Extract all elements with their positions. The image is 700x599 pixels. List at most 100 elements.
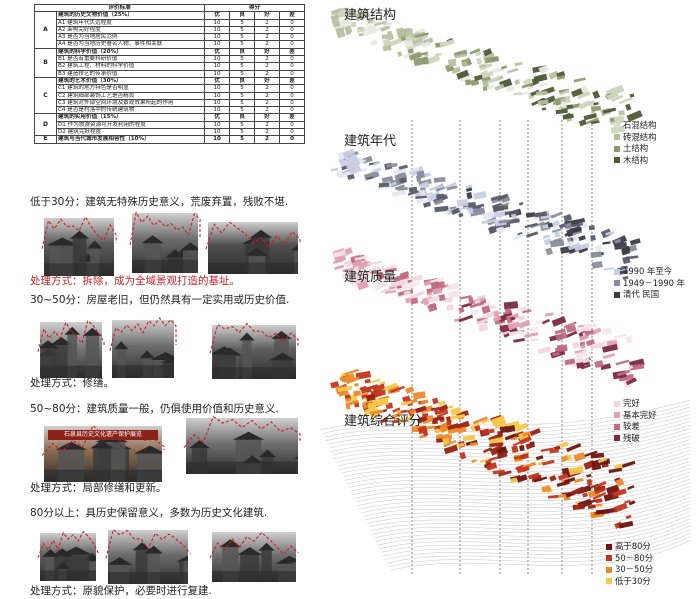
- criteria-label: D2 建筑完好程度: [55, 128, 206, 137]
- terrain-base: [319, 399, 691, 571]
- block-heading: 80分以上：具历史保留意义，多数为历史文化建筑.: [30, 507, 268, 519]
- legend-item: 砖混结构: [614, 132, 657, 144]
- block-heading: 50~80分：建筑质量一般，仍俱使用价值和历史意义.: [30, 403, 279, 415]
- legend-swatch: [614, 280, 620, 287]
- legend-swatch: [614, 134, 620, 141]
- legend-label: 石混结构: [623, 120, 657, 130]
- legend-label: 高于80分: [615, 541, 651, 551]
- score-cell: 0: [279, 69, 306, 78]
- block-treatment: 处理方式：原貌保护，必要时进行复建.: [30, 585, 212, 597]
- building-photo: [105, 528, 191, 584]
- grade-header: 好: [254, 11, 281, 20]
- skyline-outline: [37, 319, 105, 352]
- criteria-label: A1 建筑年代久远程度: [55, 18, 206, 27]
- layer-blocks: [330, 7, 643, 139]
- legend-item: 基本完好: [614, 410, 657, 422]
- building-photo: [183, 415, 301, 474]
- legend-label: 30－50分: [615, 564, 654, 574]
- building-photo: [37, 319, 105, 378]
- legend-swatch: [614, 122, 620, 129]
- score-cell: 5: [229, 69, 256, 78]
- skyline-outline: [209, 531, 299, 559]
- score-cell: 0: [279, 25, 306, 35]
- score-cell: 10: [204, 98, 231, 108]
- score-cell: 2: [254, 120, 281, 130]
- photo-frame: [40, 322, 102, 378]
- skyline-outline: [129, 211, 201, 246]
- legend-swatch: [614, 412, 620, 419]
- grade-header: 好: [254, 113, 281, 122]
- score-cell: 5: [229, 91, 256, 100]
- photo-frame: [108, 530, 188, 584]
- block-treatment: 处理方式：修缮。: [30, 377, 114, 389]
- criteria-label: B2 建筑工程、材料的科学价值: [55, 62, 206, 71]
- legend-label: 木结构: [623, 154, 649, 165]
- score-cell: 5: [229, 120, 256, 130]
- score-cell: 2: [254, 55, 281, 64]
- legend-swatch: [614, 268, 620, 275]
- skyline-outline: [209, 322, 299, 354]
- score-cell: 5: [229, 128, 256, 137]
- section-id: E: [34, 135, 57, 144]
- criteria-label: C4 是否是村落中的传统建筑物: [55, 106, 206, 115]
- score-cell: 10: [204, 120, 231, 130]
- criteria-header: 评价标准: [33, 3, 206, 13]
- legend-swatch: [614, 145, 620, 152]
- score-cell: 0: [279, 40, 306, 49]
- score-cell: 5: [229, 135, 256, 144]
- score-cell: 0: [279, 128, 306, 137]
- score-cell: 10: [204, 106, 231, 115]
- category-label: 建筑的历史文物价值（25%）: [55, 11, 206, 20]
- score-cell: 2: [254, 69, 281, 78]
- grade-header: 良: [229, 11, 256, 20]
- section-id: B: [34, 47, 57, 78]
- score-cell: 5: [229, 18, 256, 27]
- building-photo: [209, 531, 299, 582]
- category-label: 建筑的科学价值（20%）: [55, 47, 206, 57]
- layer-title: 建筑综合评分: [344, 414, 423, 429]
- photo-image: [44, 230, 114, 276]
- photo-frame: [186, 418, 298, 474]
- legend-label: 残破: [623, 432, 640, 443]
- score-cell: 10: [204, 33, 231, 42]
- photo-frame: [132, 213, 198, 273]
- exhibition-banner: 石泉县历史文化遗产保护展览: [48, 430, 158, 440]
- score-cell: 2: [254, 128, 281, 137]
- grade-header: 好: [254, 47, 281, 57]
- skyline-outline: [205, 221, 301, 250]
- building-photo: [37, 530, 99, 581]
- score-cell: 0: [279, 62, 306, 71]
- skyline-outline: [41, 424, 165, 456]
- layer-title: 建筑结构: [344, 8, 397, 23]
- block-treatment: 处理方式：拆除，成为全域景观打造的基址。: [30, 275, 240, 287]
- grade-header: 差: [279, 11, 306, 20]
- layer-title: 建筑质量: [344, 270, 397, 285]
- score-cell: 0: [279, 18, 306, 27]
- score-cell: 5: [229, 33, 256, 42]
- legend-label: 50－80分: [615, 552, 654, 563]
- category-label: 建筑的实用价值（15%）: [55, 113, 206, 122]
- grade-header: 优: [204, 76, 231, 86]
- legend-label: 较差: [623, 421, 640, 431]
- skyline-outline: [105, 528, 191, 559]
- grade-header: 好: [254, 76, 281, 86]
- score-cell: 0: [279, 33, 306, 42]
- score-cell: 2: [254, 33, 281, 42]
- building-photo: [109, 317, 177, 378]
- legend-item: 低于30分: [606, 576, 653, 588]
- legend-label: 土结构: [623, 143, 649, 153]
- photo-image: [40, 326, 102, 378]
- section-id: C: [34, 76, 57, 115]
- legend-item: 木结构: [614, 155, 657, 167]
- score-cell: 10: [204, 40, 231, 49]
- score-cell: 2: [254, 18, 281, 27]
- section-id: A: [34, 11, 57, 49]
